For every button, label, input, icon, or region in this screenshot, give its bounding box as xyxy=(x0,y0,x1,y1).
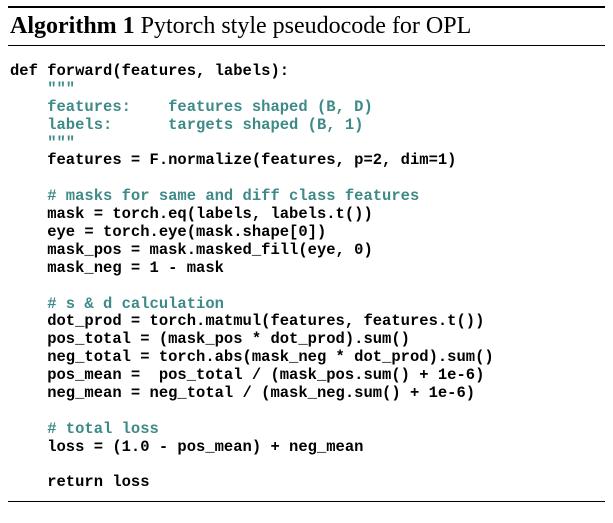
top-rule xyxy=(8,6,605,8)
caption-rule xyxy=(8,45,605,46)
bottom-rule xyxy=(8,501,605,502)
code-line: neg_mean = neg_total / (mask_neg.sum() +… xyxy=(10,384,476,403)
code-line: dot_prod = torch.matmul(features, featur… xyxy=(10,312,485,331)
code-line: def forward(features, labels): xyxy=(10,62,290,80)
code-comment-line: # s & d calculation xyxy=(10,294,224,313)
code-comment-line: features: features shaped (B, D) xyxy=(10,97,373,116)
code-line: pos_total = (mask_pos * dot_prod).sum() xyxy=(10,330,410,349)
code-line: mask_neg = 1 - mask xyxy=(10,258,224,277)
code-line: mask_pos = mask.masked_fill(eye, 0) xyxy=(10,240,373,259)
blank-line xyxy=(10,403,605,421)
blank-line xyxy=(10,457,605,475)
code-line: loss = (1.0 - pos_mean) + neg_mean xyxy=(10,437,364,456)
code-comment-line: # total loss xyxy=(10,419,159,438)
code-line: mask = torch.eq(labels, labels.t()) xyxy=(10,205,373,224)
algorithm-label: Algorithm 1 xyxy=(10,13,135,39)
algorithm-caption: Algorithm 1 Pytorch style pseudocode for… xyxy=(8,8,605,45)
algorithm-title: Pytorch style pseudocode for OPL xyxy=(140,13,472,39)
code-comment-line: """ xyxy=(10,79,76,98)
blank-line xyxy=(10,278,605,296)
code-block: def forward(features, labels): """ featu… xyxy=(8,46,605,501)
algorithm-box: Algorithm 1 Pytorch style pseudocode for… xyxy=(8,6,605,502)
code-line: return loss xyxy=(10,473,150,492)
code-comment-line: # masks for same and diff class features xyxy=(10,187,420,206)
code-comment-line: labels: targets shaped (B, 1) xyxy=(10,115,364,134)
code-comment-line: """ xyxy=(10,133,76,152)
code-line: eye = torch.eye(mask.shape[0]) xyxy=(10,223,327,242)
code-line: pos_mean = pos_total / (mask_pos.sum() +… xyxy=(10,366,485,385)
code-line: features = F.normalize(features, p=2, di… xyxy=(10,151,457,170)
blank-line xyxy=(10,170,605,188)
code-line: neg_total = torch.abs(mask_neg * dot_pro… xyxy=(10,348,494,367)
